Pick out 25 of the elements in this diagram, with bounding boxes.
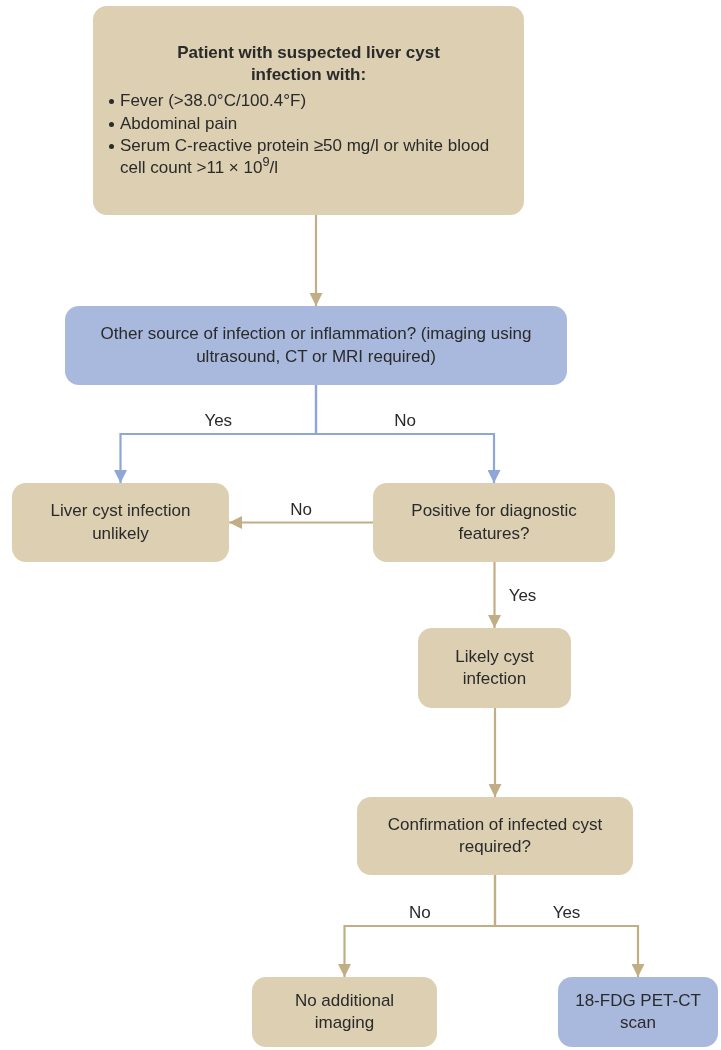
arrow <box>488 708 502 797</box>
bullet-text: Fever (>38.0°C/100.4°F) <box>120 90 307 113</box>
process-box <box>252 977 437 1047</box>
bullet-text: Abdominal pain <box>120 112 238 135</box>
box-text: No additional imaging <box>293 989 396 1034</box>
arrow <box>493 875 645 977</box>
arrow <box>229 516 373 529</box>
arrow <box>309 215 323 306</box>
bullet-text: Serum C-reactive protein ≥50 mg/l or white blood cell count >11 × 10$^{9}$/l <box>120 134 491 179</box>
process-box <box>418 628 571 708</box>
box-text: Confirmation of infected cyst required? <box>386 813 604 858</box>
box-text: Liver cyst infection unlikely <box>49 500 192 545</box>
box-text: Other source of infection or inflammation? (imaging using ultrasound, CT or MRI required) <box>99 323 533 368</box>
box-heading: Patient with suspected liver cyst infection with: <box>176 42 441 87</box>
process-box <box>93 6 524 215</box>
process-box <box>12 483 229 562</box>
process-box <box>357 797 633 875</box>
box-text: Likely cyst infection <box>454 645 535 690</box>
box-text: Positive for diagnostic features? <box>410 500 578 545</box>
process-box <box>373 483 615 562</box>
box-text: 18-FDG PET-CT scan <box>574 989 702 1034</box>
process-box <box>558 977 718 1047</box>
process-box <box>65 306 567 385</box>
arrow <box>488 562 501 628</box>
arrow <box>314 385 501 483</box>
